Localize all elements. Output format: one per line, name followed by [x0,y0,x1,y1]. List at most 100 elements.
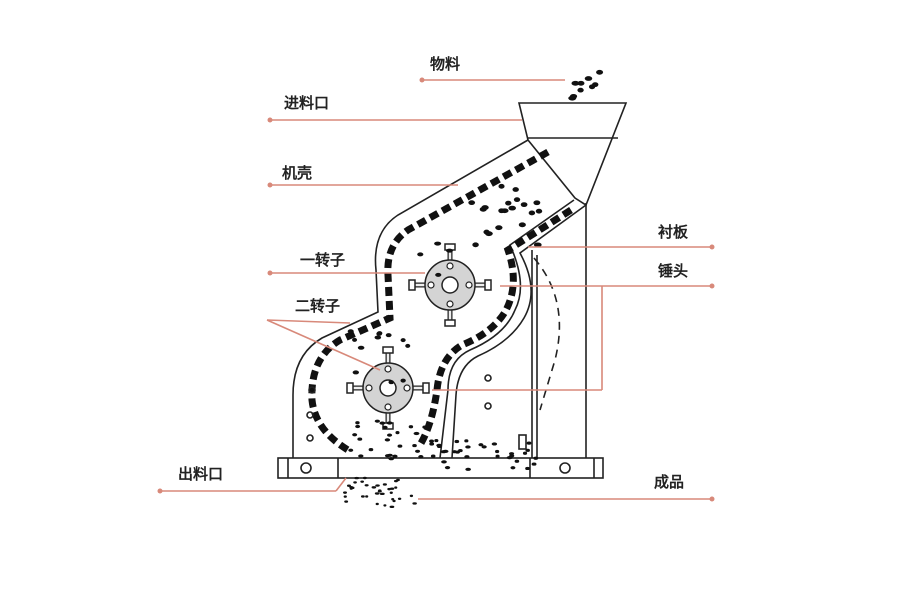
material-particle [584,76,593,81]
material-particle [422,425,428,429]
material-particle [364,484,369,487]
label-finished-product: 成品 [654,473,684,491]
material-particle [343,491,347,494]
material-particle [520,202,528,208]
material-particle [468,200,476,206]
material-particle [405,343,411,348]
material-particle [351,486,355,490]
material-particle [355,421,360,425]
material-particle [346,484,351,487]
material-particle [344,500,349,503]
material-particle [435,272,442,277]
material-particle [365,495,369,498]
rotor-one [408,243,492,327]
material-particle [491,442,498,446]
material-particle [355,424,361,429]
material-particle [531,462,537,466]
material-particle [533,200,541,206]
material-particle [379,492,385,496]
material-particle [412,443,417,448]
material-particle [362,476,367,480]
material-particle [384,438,391,442]
material-particle [408,425,414,429]
material-particle [357,437,363,441]
material-particle [434,241,442,246]
material-particle [377,490,382,493]
material-particle [397,497,402,500]
material-particle [464,455,470,459]
label-liner: 衬板 [658,223,689,241]
material-particle [400,378,406,383]
material-particle [388,457,395,461]
material-particle [379,421,386,425]
label-rotor-two: 二转子 [295,297,340,315]
material-particle [417,252,424,257]
material-particle [385,333,392,338]
base-plate [277,457,604,479]
material-particle [481,445,487,449]
material-particle [429,439,434,443]
label-rotor-one: 一转子 [300,251,345,269]
material-particle [464,439,469,443]
material-particle [522,451,528,455]
material-particle [434,438,439,443]
material-particle [352,337,358,342]
material-particle [387,433,393,437]
rotor-two [346,346,430,430]
material-particle [360,480,364,483]
material-particle [571,80,580,86]
material-particle [514,459,520,463]
material-particle [360,495,365,498]
material-particle [357,345,365,350]
material-particle [478,443,484,447]
material-particle [382,425,388,429]
material-particle [495,225,503,231]
material-particle [458,448,463,453]
material-particle [518,222,526,228]
material-particle [386,421,393,425]
material-particle [505,200,512,206]
casing-inner [439,199,575,459]
material-particle [568,95,577,101]
material-particle [388,380,394,385]
material-particle [472,242,479,248]
material-particle [382,483,387,486]
material-particle [358,454,364,458]
material-particle [400,338,406,343]
casing-outer [292,139,529,458]
material-particle [343,495,347,498]
material-particle [481,205,489,210]
material-particle [495,454,500,458]
material-particle [465,467,471,471]
material-particle [495,449,500,454]
material-particle [442,449,449,453]
material-particle [444,466,451,470]
material-particle [389,491,393,494]
material-particle [392,499,396,503]
material-particle [533,456,539,460]
material-particle [485,231,493,237]
material-particle [525,466,530,471]
material-particle [392,454,398,458]
material-particle [498,183,505,189]
material-particle [508,205,516,211]
material-particle [374,419,380,423]
material-particle [397,444,403,448]
material-particle [347,329,354,334]
material-particle [513,197,521,203]
material-particle [465,445,471,449]
label-casing: 机壳 [282,164,312,182]
label-material: 物料 [430,55,460,73]
material-particle [376,331,383,336]
material-particle [353,481,357,484]
material-particle [509,454,515,458]
material-particles [343,69,604,509]
casing-right-wall [451,204,587,459]
material-particle [412,502,417,505]
liner [308,148,550,453]
material-particle [413,431,420,436]
material-particle [395,430,400,435]
material-particle [429,442,435,446]
material-particle [375,484,380,487]
